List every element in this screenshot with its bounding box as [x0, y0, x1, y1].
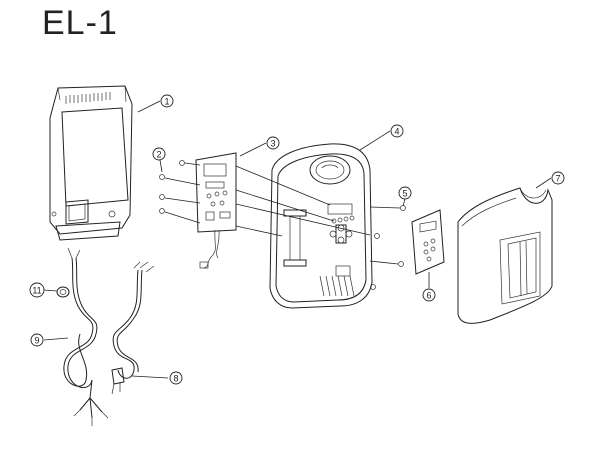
callout-8: 8	[169, 371, 183, 385]
control-board	[195, 152, 237, 269]
callout-9: 9	[30, 333, 44, 347]
svg-text:2: 2	[156, 150, 161, 160]
callout-7: 7	[551, 171, 565, 185]
screw-set-right	[370, 205, 406, 290]
callout-3: 3	[266, 136, 280, 150]
svg-text:8: 8	[173, 374, 178, 384]
callout-1: 1	[160, 94, 174, 108]
svg-text:1: 1	[164, 97, 169, 107]
front-housing	[269, 143, 373, 309]
svg-text:7: 7	[555, 174, 560, 184]
svg-text:11: 11	[32, 286, 41, 296]
svg-text:4: 4	[394, 127, 399, 137]
screw-set-left	[159, 160, 185, 214]
callout-11: 11	[29, 282, 45, 298]
svg-text:5: 5	[402, 189, 407, 199]
diagram-title: EL-1	[42, 4, 118, 42]
callout-4: 4	[390, 124, 404, 138]
keypad-label	[411, 209, 445, 275]
callout-2: 2	[152, 147, 166, 161]
output-cable	[63, 247, 109, 426]
front-cover	[457, 187, 553, 324]
svg-text:9: 9	[34, 336, 39, 346]
transformer-unit	[49, 85, 133, 241]
svg-text:3: 3	[270, 139, 275, 149]
svg-text:6: 6	[426, 291, 431, 301]
cable-gland	[56, 286, 70, 298]
callout-6: 6	[422, 288, 436, 302]
callout-5: 5	[398, 186, 412, 200]
power-cord-plug	[111, 261, 155, 395]
